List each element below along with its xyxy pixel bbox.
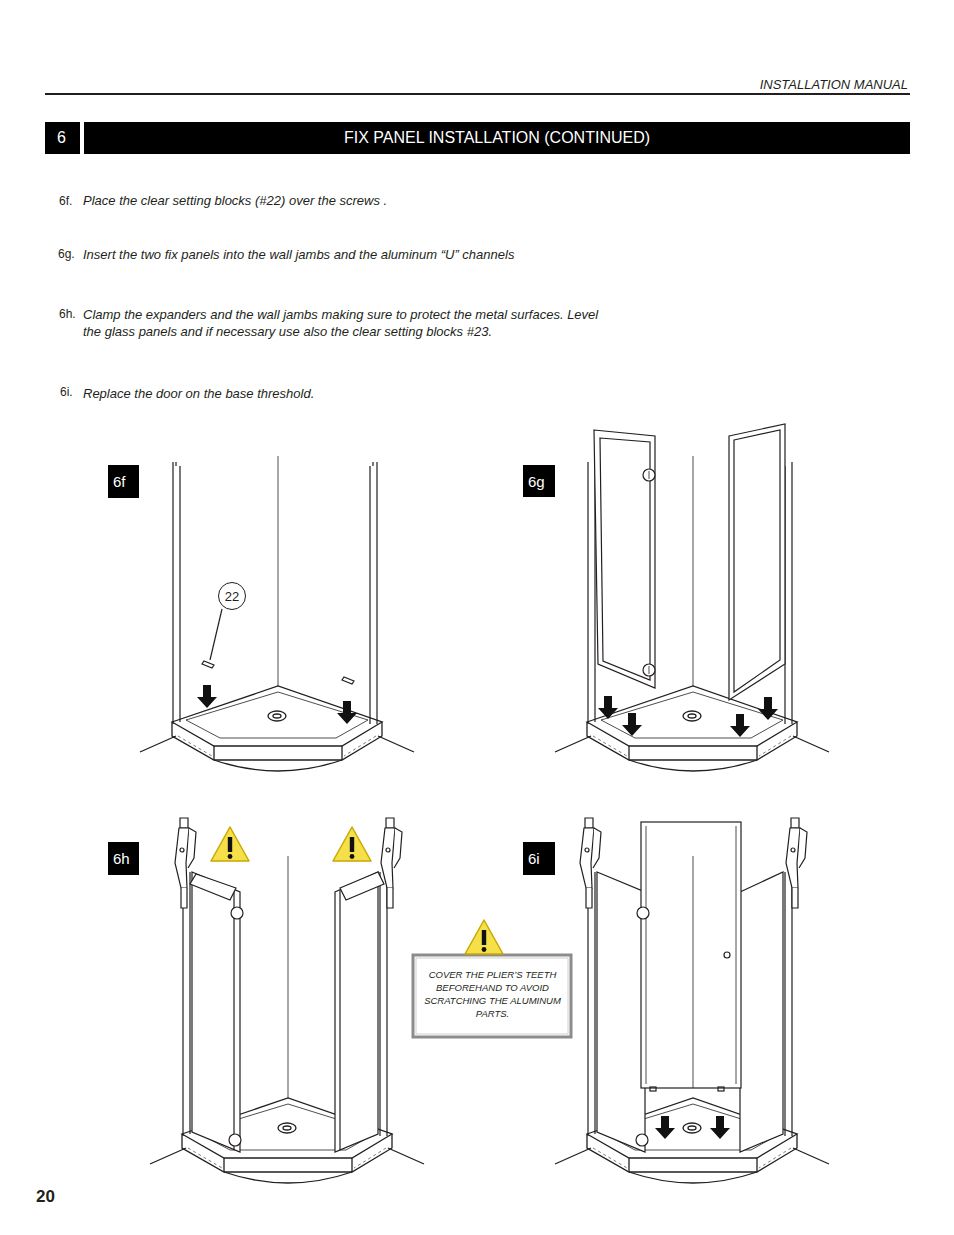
callout-number: 22 [218, 582, 246, 610]
step-instruction: Insert the two fix panels into the wall … [83, 246, 683, 263]
step-tag: 6g [523, 465, 555, 497]
step-instruction: Replace the door on the base threshold. [83, 385, 643, 402]
step-tag: 6f [108, 465, 139, 498]
page-number: 20 [36, 1188, 76, 1205]
node-text: 22 [225, 589, 239, 604]
step-number: 6h. [59, 306, 83, 323]
step-number: 6f. [59, 193, 83, 210]
node-text: 6h [113, 850, 130, 867]
node-text: 6 [57, 129, 66, 147]
section-number: 6 [45, 122, 80, 154]
step-number: 6i. [60, 384, 84, 401]
step-tag: 6h [108, 842, 139, 875]
step-instruction: Clamp the expanders and the wall jambs m… [83, 306, 615, 340]
node-text: 6f [113, 473, 126, 490]
running-header: INSTALLATION MANUAL [600, 76, 908, 93]
step-number: 6g. [58, 246, 82, 263]
section-title-band: FIX PANEL INSTALLATION (CONTINUED) [84, 122, 910, 154]
node-text: FIX PANEL INSTALLATION (CONTINUED) [344, 129, 650, 147]
node-text: COVER THE PLIER’S TEETH BEFOREHAND TO AV… [420, 968, 565, 1020]
warning-note: COVER THE PLIER’S TEETH BEFOREHAND TO AV… [418, 962, 567, 1032]
node-text: 6g [528, 473, 545, 490]
node-text: 6i [528, 850, 540, 867]
step-tag: 6i [523, 842, 555, 875]
step-instruction: Place the clear setting blocks (#22) ove… [83, 192, 643, 209]
